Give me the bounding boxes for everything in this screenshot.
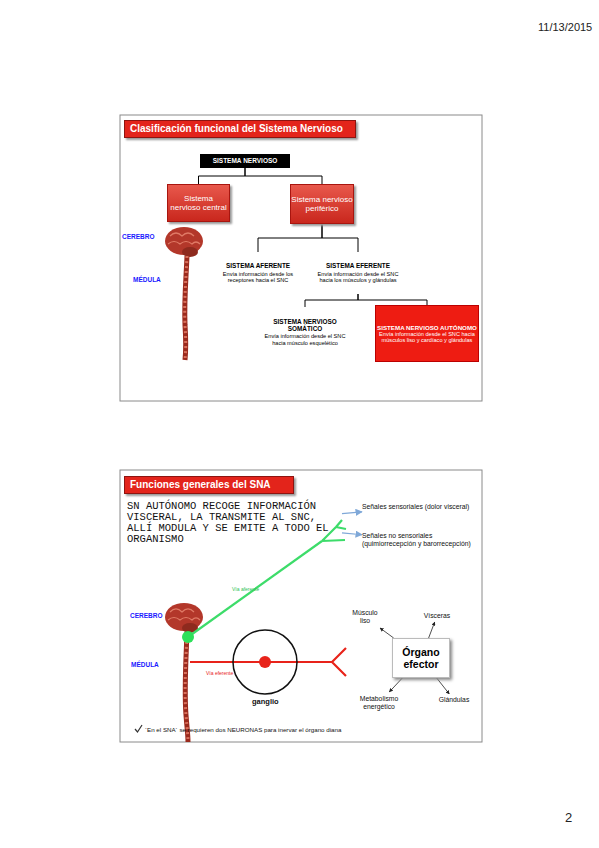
node-text: SISTEMA AFERENTE xyxy=(226,262,290,269)
root-box: SISTEMA NERVIOSO xyxy=(200,154,290,168)
category-box: Sistema nervioso central xyxy=(167,184,230,222)
pathway-label: Vía eferente xyxy=(206,670,233,676)
node-text: Señales sensoriales (dolor visceral) xyxy=(362,503,469,511)
node-text: Funciones generales del SNA xyxy=(130,479,271,491)
target-text: Vísceras xyxy=(420,610,454,622)
node-text: SISTEMA NERVIOSO AUTÓNOMO xyxy=(377,324,477,331)
node-text: Clasificación funcional del Sistema Nerv… xyxy=(130,123,343,135)
node-text: SISTEMA NERVIOSO SOMÁTICO xyxy=(263,318,347,333)
slide-title: Clasificación funcional del Sistema Nerv… xyxy=(124,120,356,138)
node-text: Metabolismo energético xyxy=(356,695,402,711)
arrow-connector xyxy=(342,512,362,514)
tree-connector xyxy=(305,294,358,307)
signal-text: Señales sensoriales (dolor visceral) xyxy=(362,496,474,518)
arrow-connector xyxy=(429,622,435,638)
node-body: Envía información desde el SNC hacia los… xyxy=(316,271,400,284)
slide-frame xyxy=(120,470,482,742)
spine-vertebrae xyxy=(185,256,187,360)
node-body: Envía información desde el SNC hacia mús… xyxy=(263,333,347,346)
ganglion-neuron xyxy=(259,656,271,668)
part-label: CEREBRO xyxy=(130,612,163,619)
node-text: Sistema nervioso periférico xyxy=(291,195,353,213)
slide-frame xyxy=(120,115,482,401)
node-body: Envía información desde los receptores h… xyxy=(222,271,294,284)
brain-illustration xyxy=(165,227,203,257)
arrow-connector xyxy=(437,678,450,694)
brain-illustration xyxy=(165,603,203,633)
node-text: Glándulas xyxy=(439,696,470,704)
efferent-ending xyxy=(332,648,346,676)
system-text: SISTEMA NERVIOSO SOMÁTICOEnvía informaci… xyxy=(263,307,347,357)
slide-title: Funciones generales del SNA xyxy=(124,476,294,494)
part-label: CEREBRO xyxy=(122,233,155,240)
category-box: Sistema nervioso periférico xyxy=(290,184,354,224)
target-text: Glándulas xyxy=(434,694,474,706)
arrow-connector xyxy=(380,628,394,638)
node-text: Sistema nervioso central xyxy=(168,194,229,212)
system-text: SISTEMA EFERENTE Envía información desde … xyxy=(316,252,400,294)
system-text: SISTEMA AFERENTE Envía información desde … xyxy=(222,252,294,294)
afferent-neuron xyxy=(182,631,194,643)
signal-text: Señales no sensoriales (quimiorrecepción… xyxy=(362,524,476,556)
tree-connector xyxy=(258,224,322,252)
spine-illustration xyxy=(185,256,187,360)
spine-vertebrae xyxy=(185,632,188,742)
spine-illustration xyxy=(185,632,188,742)
afferent-path xyxy=(188,541,322,637)
tree-connector xyxy=(199,168,246,184)
part-label: MÉDULA xyxy=(133,276,161,283)
node-text: Vísceras xyxy=(424,612,450,620)
node-text: Músculo liso xyxy=(348,609,382,625)
tree-connector xyxy=(245,168,322,184)
page-number: 2 xyxy=(565,810,572,825)
date-label: 11/13/2015 xyxy=(538,21,592,33)
node-text: SISTEMA EFERENTE xyxy=(326,262,390,269)
node-text: SISTEMA NERVIOSO xyxy=(213,157,278,164)
summary-text: SN AUTÓNOMO RECOGE INFORMACIÓN VISCERAL,… xyxy=(127,498,342,548)
node-body: Envía información desde el SNC hacia mús… xyxy=(376,331,478,344)
node-text: SN AUTÓNOMO RECOGE INFORMACIÓN VISCERAL,… xyxy=(127,501,342,545)
arrow-connector xyxy=(342,533,362,535)
checkmark xyxy=(135,725,142,732)
effector-box: Órgano efector xyxy=(392,638,450,678)
footnote: ´En el SNA´ se requieren dos NEURONAS pa… xyxy=(145,726,341,733)
ganglion-label: ganglio xyxy=(252,697,279,706)
target-text: Músculo liso xyxy=(348,606,382,628)
target-text: Metabolismo energético xyxy=(356,692,402,714)
tree-connector xyxy=(358,294,427,305)
part-label: MÉDULA xyxy=(131,661,159,668)
pathway-label: Vía aferente xyxy=(232,586,259,592)
node-text: Órgano efector xyxy=(393,646,449,670)
arrow-connector xyxy=(389,678,402,692)
node-text: Señales no sensoriales (quimiorrecepción… xyxy=(362,532,476,548)
ganglion-circle xyxy=(233,630,297,694)
highlight-box: SISTEMA NERVIOSO AUTÓNOMOEnvía informaci… xyxy=(375,305,479,362)
tree-connector xyxy=(322,224,358,252)
